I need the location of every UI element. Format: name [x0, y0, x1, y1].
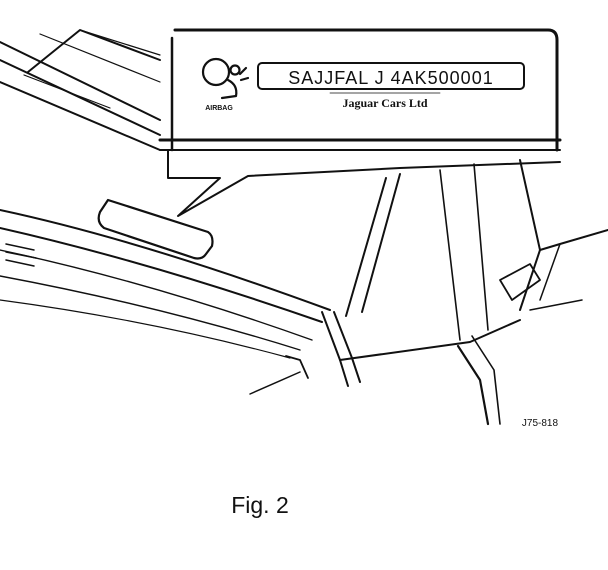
airbag-door [97, 198, 214, 260]
dashboard-top [0, 209, 331, 395]
airbag-icon [201, 57, 250, 100]
maker-text: Jaguar Cars Ltd [342, 96, 427, 110]
drawing-code: J75-818 [522, 418, 559, 429]
vin-box [257, 62, 525, 90]
figure-caption: Fig. 2 [231, 492, 289, 518]
windscreen-edge [0, 29, 161, 151]
airbag-icon-label: AIRBAG [205, 105, 233, 112]
label-callout [158, 28, 562, 217]
centre-console [321, 159, 608, 426]
vin-text: SAJJFAL J 4AK500001 [288, 68, 493, 88]
